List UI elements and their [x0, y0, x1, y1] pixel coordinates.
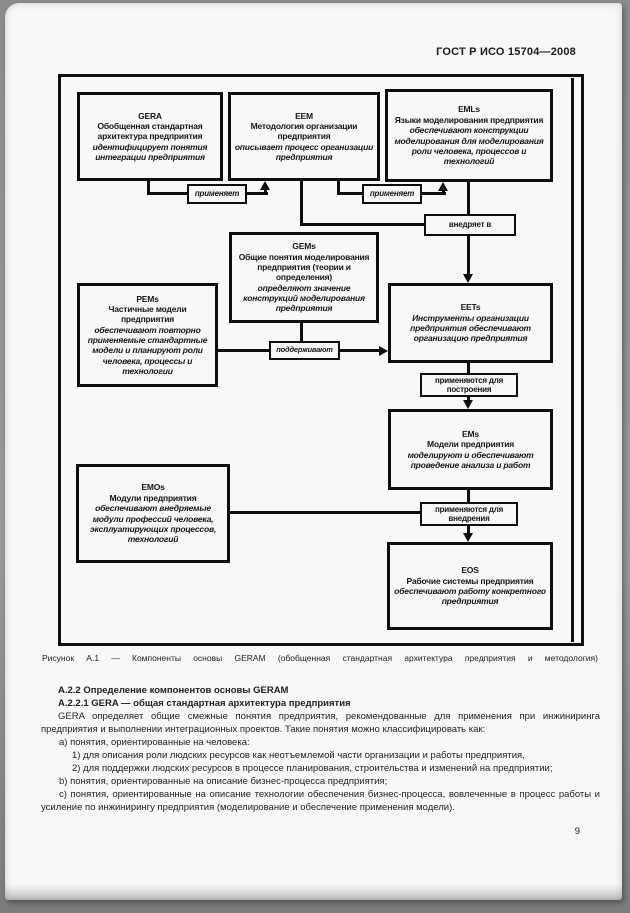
page-number: 9 — [574, 826, 580, 837]
box-description: моделируют и обеспечивают проведение ана… — [407, 449, 534, 470]
box-description: идентифицирует понятия интеграции предпр… — [92, 141, 208, 163]
box-name: Модули предприятия — [109, 492, 197, 503]
diagram-box-eos: EOS Рабочие системы предприятия обеспечи… — [387, 542, 553, 630]
section-heading: А.2.2 Определение компонентов основы GER… — [58, 685, 289, 696]
box-name: Общие понятия моделирования предприятия … — [238, 251, 370, 283]
connector-line — [467, 490, 470, 502]
connector-line — [337, 181, 340, 195]
box-code: EOS — [461, 565, 479, 576]
connector-label-used-to-implement: применяются для внедрения — [420, 502, 518, 526]
arrowhead-down-icon — [463, 400, 473, 409]
connector-label-applies-1: применяет — [187, 184, 247, 204]
box-name: Обобщенная стандартная архитектура предп… — [97, 120, 203, 142]
arrowhead-up-icon — [260, 181, 270, 190]
connector-line — [230, 511, 420, 514]
connector-line — [264, 188, 267, 195]
arrowhead-up-icon — [438, 182, 448, 191]
arrowhead-right-icon — [379, 346, 388, 356]
connector-line — [467, 182, 470, 214]
list-item-a2: 2) для поддержки людских ресурсов в проц… — [72, 763, 553, 774]
body-text: А.2.2 Определение компонентов основы GER… — [41, 684, 600, 814]
connector-line — [442, 190, 445, 195]
list-item-a: а) понятия, ориентированные на человека: — [59, 737, 250, 748]
connector-label-applies-2: применяет — [362, 184, 422, 204]
box-code: PEMs — [136, 293, 159, 304]
connector-label-implements-in: внедряет в — [424, 214, 516, 236]
figure-frame-inner-line — [571, 78, 574, 642]
box-name: Модели предприятия — [427, 439, 514, 450]
connector-line — [467, 396, 470, 402]
subsection-heading: А.2.2.1 GERA — общая стандартная архитек… — [58, 698, 351, 709]
connector-line — [300, 181, 303, 226]
figure-frame — [58, 74, 584, 646]
box-description: обеспечивают работу конкретного предприя… — [394, 586, 546, 607]
connector-line — [147, 181, 150, 195]
box-description: Инструменты организации предприятия обес… — [410, 312, 531, 344]
diagram-box-emos: EMOs Модули предприятия обеспечивают вне… — [76, 464, 230, 563]
box-code: EMLs — [458, 104, 480, 115]
box-name: Частичные модели предприятия — [108, 303, 187, 325]
arrowhead-down-icon — [463, 533, 473, 542]
diagram-box-gems: GEMs Общие понятия моделирования предпри… — [229, 232, 379, 323]
box-name: Рабочие системы предприятия — [406, 575, 534, 586]
box-description: обеспечивают внедряемые модули профессий… — [89, 503, 217, 545]
list-item-c: c) понятия, ориентированные на описание … — [41, 789, 600, 813]
diagram-box-eets: EETs Инструменты организации предприятия… — [388, 283, 553, 363]
diagram-box-pems: PEMs Частичные модели предприятия обеспе… — [77, 283, 218, 387]
box-description: обеспечивают повторно применяемые станда… — [87, 324, 208, 377]
connector-label-used-to-build: применяются для построения — [420, 373, 518, 397]
connector-line — [300, 223, 424, 226]
diagram-box-emls: EMLs Языки моделирования предприятия обе… — [385, 89, 553, 182]
connector-line — [467, 525, 470, 534]
list-item-b: b) понятия, ориентированные на описание … — [59, 776, 388, 787]
box-description: обеспечивают конструкции моделирования д… — [394, 125, 544, 167]
connector-line — [467, 363, 470, 373]
box-name: Методология организации предприятия — [250, 120, 358, 142]
box-description: определяют значение конструкций моделиро… — [243, 282, 365, 314]
list-item-a1: 1) для описания роли людских ресурсов ка… — [72, 750, 525, 761]
figure-caption: Рисунок А.1 — Компоненты основы GERAM (о… — [42, 653, 598, 663]
box-code: EEM — [295, 110, 313, 121]
connector-label-support: поддерживают — [269, 341, 340, 360]
arrowhead-down-icon — [463, 274, 473, 283]
diagram-box-ems: EMs Модели предприятия моделируют и обес… — [388, 409, 553, 490]
diagram-box-eem: EEM Методология организации предприятия … — [228, 92, 380, 181]
connector-line — [467, 236, 470, 276]
document-number: ГОСТ Р ИСО 15704—2008 — [436, 46, 576, 58]
box-description: описывает процесс организации предприяти… — [234, 141, 374, 163]
box-code: EETs — [460, 302, 481, 313]
paragraph: GERA определяет общие смежные понятия пр… — [41, 711, 600, 735]
diagram-box-gera: GERA Обобщенная стандартная архитектура … — [77, 92, 223, 181]
connector-line — [300, 323, 303, 341]
box-code: EMs — [462, 428, 479, 439]
box-code: GERA — [138, 110, 162, 121]
box-name: Языки моделирования предприятия — [394, 114, 544, 125]
box-code: GEMs — [292, 241, 316, 252]
box-code: EMOs — [141, 482, 165, 493]
